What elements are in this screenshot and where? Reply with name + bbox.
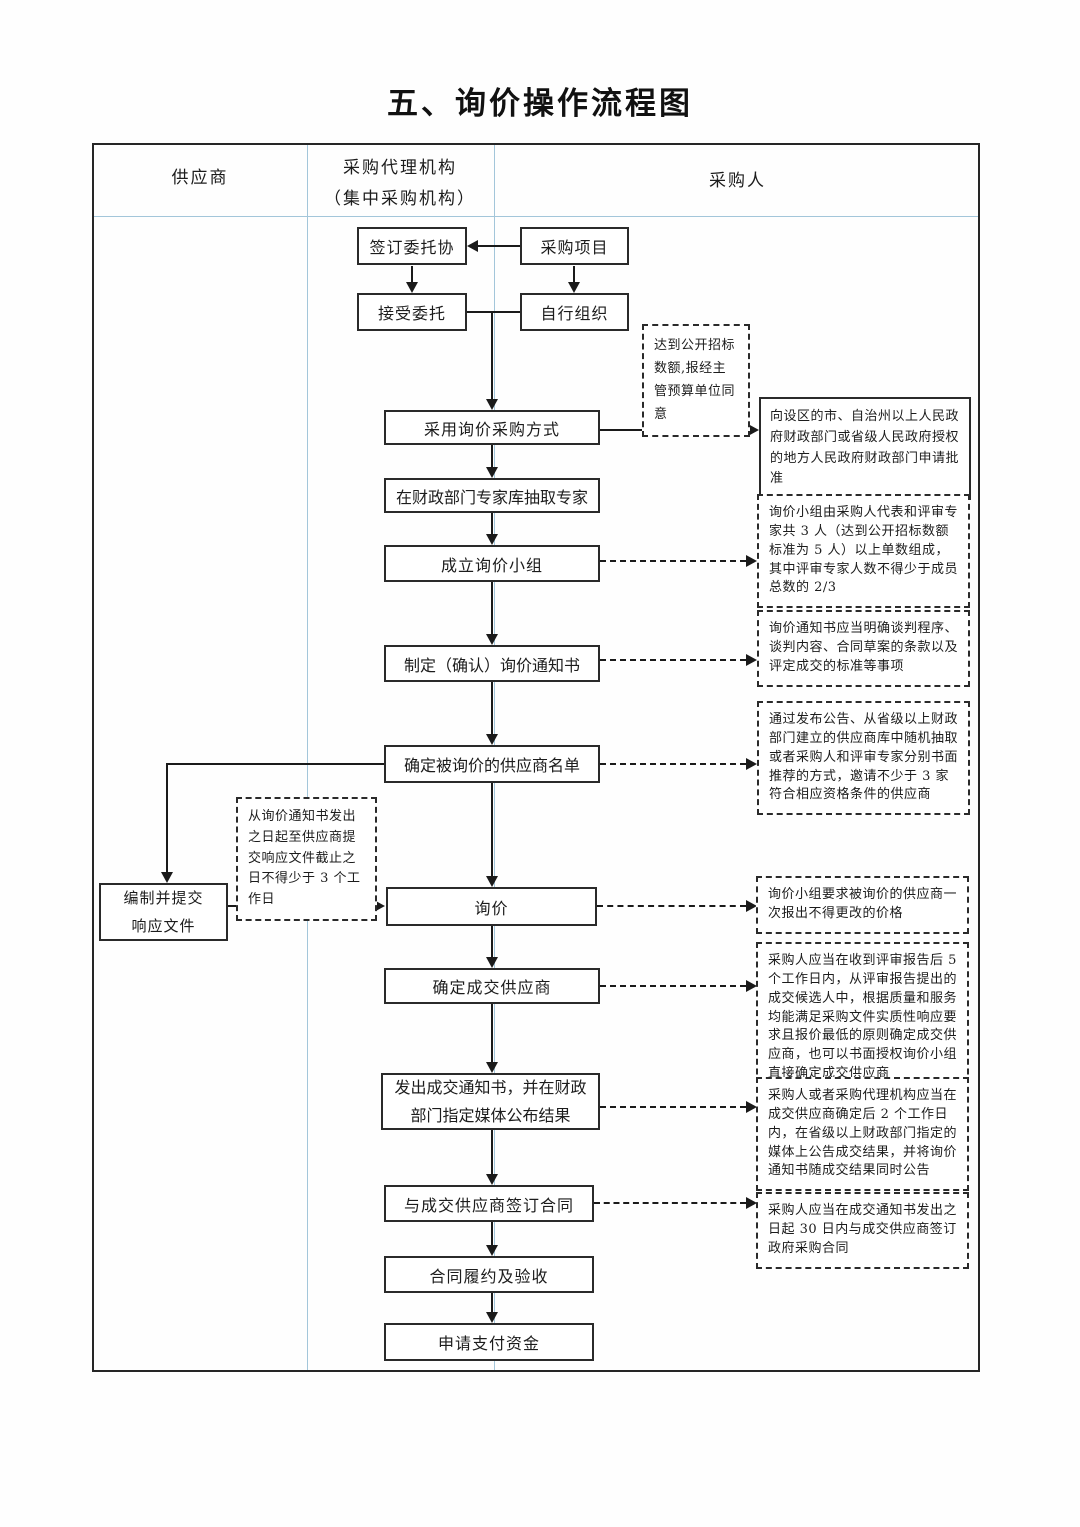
note-open-tender-threshold: 达到公开招标数额,报经主管预算单位同意: [642, 324, 750, 437]
arrowhead-down-icon: [406, 282, 418, 293]
dashed-connector-selection-note: [600, 763, 746, 765]
connector-chain: [491, 513, 493, 534]
arrowhead-down-icon: [486, 1245, 498, 1256]
arrowhead-down-icon: [486, 1062, 498, 1073]
flow-node-sign-contract: 与成交供应商签订合同: [384, 1185, 594, 1222]
connector-sign-to-accept: [411, 266, 413, 282]
connector-chain: [491, 445, 493, 467]
note-one-quote: 询价小组要求被询价的供应商一次报出不得更改的价格: [756, 876, 969, 934]
arrowhead-down-icon: [486, 1174, 498, 1185]
lane-label-purchaser: 采购人: [709, 171, 766, 191]
arrowhead-left-icon: [467, 240, 478, 252]
arrowhead-down-icon: [486, 467, 498, 478]
flow-node-prepare-response: 编制并提交 响应文件: [99, 883, 228, 941]
flow-node-contract-performance: 合同履约及验收: [384, 1256, 594, 1293]
lane-label-agency: 采购代理机构 （集中采购机构）: [324, 158, 476, 209]
flow-node-procurement-project: 采购项目: [520, 227, 629, 265]
page-title: 五、询价操作流程图: [387, 86, 693, 122]
connector-chain: [491, 926, 493, 957]
dashed-connector-announce-note: [600, 1106, 746, 1108]
arrowhead-right-icon: [748, 424, 759, 436]
note-response-deadline: 从询价通知书发出之日起至供应商提交响应文件截止之日不得少于 3 个工作日: [236, 797, 377, 921]
lane-label-supplier: 供应商: [171, 168, 229, 188]
arrowhead-down-icon: [486, 957, 498, 968]
dashed-connector-quote-note: [597, 905, 746, 907]
flow-node-draw-experts: 在财政部门专家库抽取专家: [384, 478, 600, 513]
arrowhead-right-icon: [746, 654, 757, 666]
flow-node-apply-payment: 申请支付资金: [384, 1323, 594, 1361]
note-team-composition: 询价小组由采购人代表和评审专家共 3 人（达到公开招标数额标准为 5 人）以上单…: [757, 494, 970, 609]
connector-project-to-self: [573, 266, 575, 282]
dashed-connector-contract-note: [594, 1202, 746, 1204]
note-announce-rule: 采购人或者采购代理机构应当在成交供应商确定后 2 个工作日内，在省级以上财政部门…: [756, 1077, 969, 1192]
flow-node-inquiry: 询价: [386, 887, 597, 926]
flow-node-self-organize: 自行组织: [520, 293, 629, 331]
arrowhead-down-icon: [486, 634, 498, 645]
flow-node-confirm-supplier-list: 确定被询价的供应商名单: [384, 745, 600, 783]
connector-down-to-response: [166, 763, 168, 872]
arrowhead-down-icon: [486, 876, 498, 887]
arrowhead-right-icon: [374, 900, 385, 912]
arrowhead-right-icon: [746, 1101, 757, 1113]
connector-project-to-sign: [478, 245, 520, 247]
flow-node-adopt-method: 采用询价采购方式: [384, 410, 600, 445]
flow-node-apply-approval: 向设区的市、自治州以上人民政府财政部门或省级人民政府授权的地方人民政府财政部门申…: [759, 397, 971, 501]
dashed-connector-deal-note: [600, 985, 746, 987]
flow-node-form-team: 成立询价小组: [384, 545, 600, 582]
connector-chain: [491, 1293, 493, 1312]
arrowhead-right-icon: [746, 758, 757, 770]
arrowhead-down-icon: [568, 282, 580, 293]
connector-chain: [491, 783, 493, 876]
dashed-connector-notice-note: [600, 659, 746, 661]
arrowhead-down-icon: [486, 399, 498, 410]
arrowhead-down-icon: [486, 534, 498, 545]
flow-node-accept-entrust: 接受委托: [357, 293, 467, 331]
connector-chain: [491, 1004, 493, 1062]
arrowhead-right-icon: [746, 1197, 757, 1209]
arrowhead-down-icon: [161, 872, 173, 883]
arrowhead-down-icon: [486, 1312, 498, 1323]
lane-divider-1: [307, 145, 308, 1370]
connector-list-to-supplier: [166, 763, 384, 765]
diagram-frame: [92, 143, 980, 1372]
connector-chain: [491, 582, 493, 634]
lane-header-separator: [94, 216, 978, 217]
note-notice-content: 询价通知书应当明确谈判程序、谈判内容、合同草案的条款以及评定成交的标准等事项: [757, 610, 970, 687]
note-deal-rule: 采购人应当在收到评审报告后 5 个工作日内，从评审报告提出的成交候选人中，根据质…: [756, 942, 969, 1094]
arrowhead-right-icon: [746, 900, 757, 912]
arrowhead-right-icon: [746, 555, 757, 567]
connector-accept-self-junction: [467, 311, 520, 313]
dashed-connector-team-note: [600, 560, 746, 562]
flow-node-sign-entrust: 签订委托协: [357, 227, 467, 265]
connector-junction-to-adopt: [491, 313, 493, 399]
connector-chain: [491, 682, 493, 734]
note-contract-deadline: 采购人应当在成交通知书发出之日起 30 日内与成交供应商签订政府采购合同: [756, 1192, 969, 1269]
flow-node-issue-deal-notice: 发出成交通知书，并在财政部门指定媒体公布结果: [381, 1073, 600, 1130]
connector-chain: [491, 1130, 493, 1174]
flow-node-confirm-deal-supplier: 确定成交供应商: [384, 968, 600, 1004]
arrowhead-down-icon: [486, 734, 498, 745]
flow-node-make-notice: 制定（确认）询价通知书: [384, 645, 600, 682]
arrowhead-right-icon: [746, 980, 757, 992]
connector-chain: [491, 1222, 493, 1245]
note-supplier-selection: 通过发布公告、从省级以上财政部门建立的供应商库中随机抽取或者采购人和评审专家分别…: [757, 701, 970, 816]
